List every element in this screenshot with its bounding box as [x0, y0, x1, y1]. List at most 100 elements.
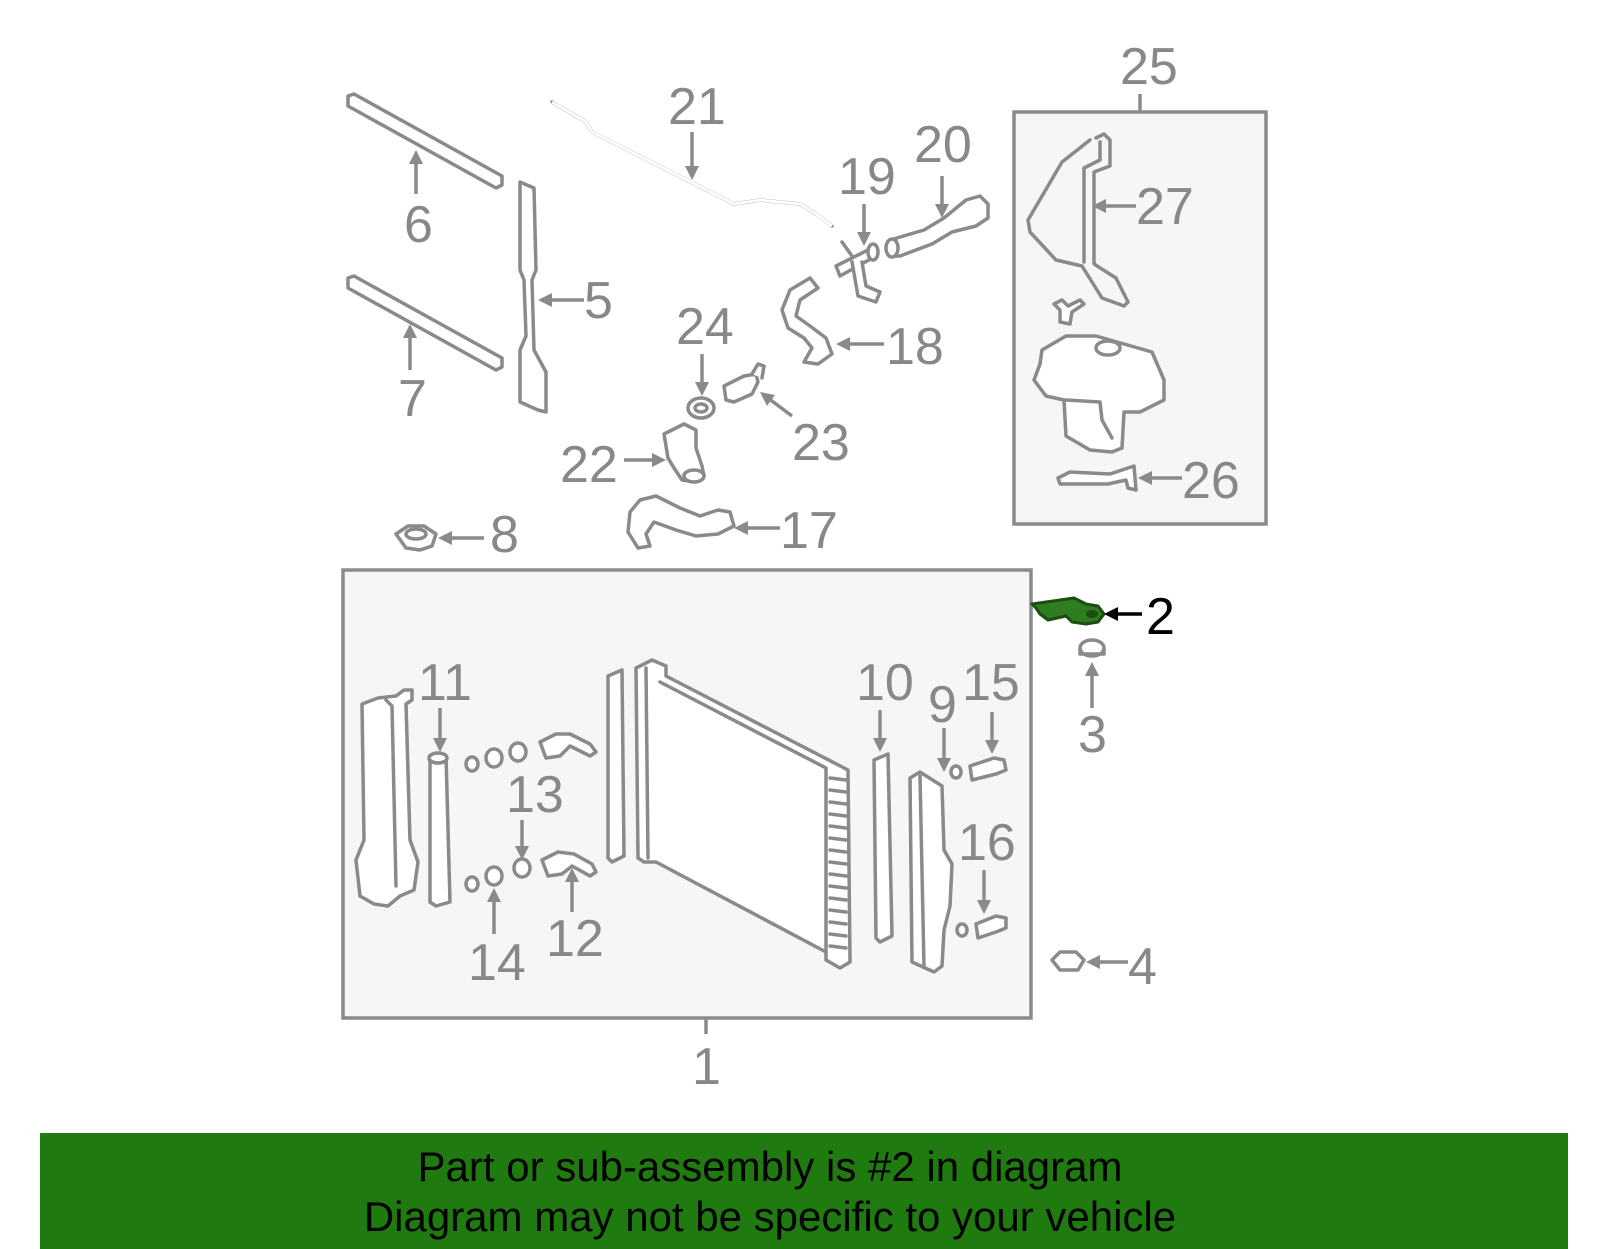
part-19-stub: [840, 240, 854, 258]
part-25-tank-cap: [1094, 339, 1122, 357]
callout-22: 22: [560, 436, 618, 494]
info-banner: Part or sub-assembly is #2 in diagram Di…: [40, 1133, 1568, 1249]
reservoir-group-box: [1012, 110, 1268, 526]
callout-7: 7: [398, 370, 427, 428]
callout-18: 18: [886, 318, 944, 376]
part-13-washer-a: [464, 755, 480, 773]
arrow-27: [1092, 199, 1106, 213]
part-3-bushing-body: [1078, 646, 1106, 656]
arrow-22: [652, 453, 666, 467]
part-1-side-tank-seam: [384, 698, 398, 888]
part-1-side-tank: [354, 688, 420, 908]
part-20-upper-hose: [888, 194, 990, 258]
part-15-plug: [968, 756, 1008, 782]
part-14-washer-b: [484, 865, 504, 887]
callout-15: 15: [962, 654, 1020, 712]
arrow-14: [487, 888, 501, 902]
arrow-5: [538, 293, 552, 307]
callout-27: 27: [1136, 178, 1194, 236]
callout-26: 26: [1182, 452, 1240, 510]
part-23-thermostat: [722, 372, 760, 404]
callout-14: 14: [468, 934, 526, 992]
arrow-6: [409, 150, 423, 164]
part-16-plug: [974, 914, 1008, 940]
callout-8: 8: [490, 506, 519, 564]
banner-vehicle-disclaimer: Diagram may not be specific to your vehi…: [363, 1193, 1177, 1240]
callout-25: 25: [1120, 38, 1178, 96]
arrow-20: [935, 204, 949, 218]
callout-12: 12: [546, 910, 604, 968]
part-5-side-seal: [518, 180, 548, 414]
callout-6: 6: [404, 196, 433, 254]
callout-13: 13: [506, 766, 564, 824]
part-13-washer-d: [512, 857, 532, 879]
part-13-washer-c: [508, 741, 528, 763]
part-2-mount-bracket: [1030, 596, 1106, 626]
part-25-tank-detail: [1064, 398, 1114, 440]
part-7-seal-strip: [346, 274, 504, 372]
arrow-13: [515, 846, 529, 860]
callout-10: 10: [856, 654, 914, 712]
banner-part-note: Part or sub-assembly is #2 in diagram: [417, 1143, 1123, 1190]
part-23-thermostat-tip: [750, 362, 766, 380]
arrow-3: [1085, 662, 1099, 676]
arrow-2: [1104, 607, 1118, 621]
part-14-washer-a: [464, 875, 480, 893]
arrow-19: [857, 232, 871, 246]
arrow-7: [403, 324, 417, 338]
part-12-fitting-upper: [538, 732, 598, 760]
arrow-23: [760, 392, 775, 406]
arrow-10: [873, 738, 887, 752]
callout-2: 2: [1146, 588, 1175, 646]
part-21-hose-line-inner: [551, 100, 833, 228]
part-18-hose: [780, 276, 834, 366]
part-27-inner-line: [1082, 140, 1102, 264]
part-9-washer: [949, 764, 963, 780]
part-13-washer-b: [484, 747, 504, 769]
callout-24: 24: [676, 298, 734, 356]
part-1-radiator-core-edge: [644, 666, 828, 954]
part-26-bracket: [1056, 464, 1138, 492]
arrow-26: [1138, 471, 1152, 485]
part-20-hose-end: [884, 237, 900, 259]
callout-23: 23: [792, 414, 850, 472]
arrow-11: [433, 738, 447, 752]
callout-1: 1: [692, 1038, 721, 1096]
callout-21: 21: [668, 78, 726, 136]
part-2-bracket-hole: [1086, 610, 1098, 618]
part-1-radiator-core: [634, 658, 852, 970]
arrow-12: [565, 868, 579, 882]
part-24-oring-inner: [693, 402, 709, 414]
part-27-hose-bracket: [1026, 132, 1130, 308]
part-22-housing-port: [682, 468, 706, 484]
part-8-cap-top: [404, 527, 428, 541]
part-4-grommet: [1050, 950, 1086, 972]
arrow-15: [985, 740, 999, 754]
arrow-9: [937, 758, 951, 772]
callout-9: 9: [928, 676, 957, 734]
arrow-24: [695, 382, 709, 396]
part-25-reservoir-tank: [1032, 334, 1166, 454]
callout-16: 16: [958, 814, 1016, 872]
part-10-seal-strip: [872, 752, 894, 944]
callout-19: 19: [838, 148, 896, 206]
callout-20: 20: [914, 116, 972, 174]
callout-11: 11: [418, 654, 472, 712]
arrow-21: [685, 166, 699, 180]
callout-3: 3: [1078, 706, 1107, 764]
arrow-4: [1086, 955, 1100, 969]
part-19-fitting-end: [866, 242, 880, 262]
arrow-18: [836, 337, 850, 351]
part-19-bracket: [850, 260, 882, 304]
arrow-8: [438, 531, 452, 545]
arrow-17: [734, 521, 748, 535]
part-25-clip: [1052, 298, 1086, 326]
part-17-hose: [626, 494, 736, 550]
part-11-tube: [428, 754, 452, 908]
callout-5: 5: [584, 272, 613, 330]
part-9-side-panel-edge: [918, 774, 926, 968]
part-12-fitting-lower: [540, 850, 598, 878]
callout-17: 17: [780, 502, 838, 560]
leader-23: [766, 396, 794, 418]
